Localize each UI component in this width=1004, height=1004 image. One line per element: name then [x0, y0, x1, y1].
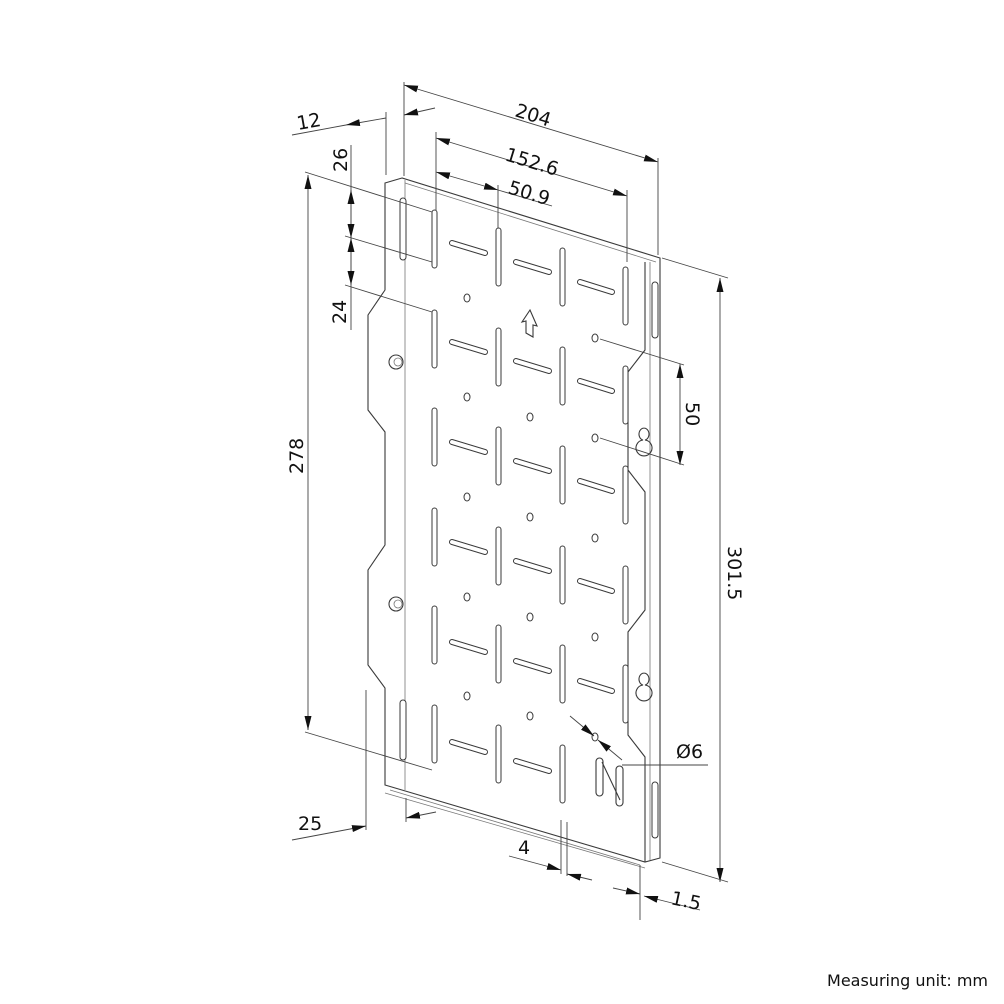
dim-slot-width: 4: [518, 837, 530, 859]
dim-hole-span-width: 152.6: [503, 144, 561, 181]
dim-keyhole-pitch: 50: [681, 402, 703, 426]
dimension-lines: [291, 82, 729, 920]
dim-flange-depth-bottom: 25: [298, 813, 322, 835]
n-logo-marking: [595, 757, 624, 807]
slot-grid: [431, 209, 629, 807]
keyhole-lower: [635, 672, 653, 702]
dim-inner-height: 278: [286, 438, 308, 474]
dim-overall-height: 301.5: [723, 546, 745, 600]
dim-hole-diameter: Ø6: [676, 741, 703, 763]
measuring-unit-label: Measuring unit: mm: [827, 971, 988, 990]
dim-flange-depth-top: 12: [295, 109, 323, 135]
dim-slot-pitch: 50.9: [506, 177, 553, 210]
keyhole-upper: [635, 427, 653, 457]
dimension-labels: 204 152.6 50.9 12 26 24 278 301.5 50 Ø6 …: [286, 100, 745, 915]
dim-overall-width: 204: [513, 100, 554, 132]
dim-row-pitch: 24: [329, 300, 351, 324]
dim-material-thickness: 1.5: [669, 887, 703, 915]
mounting-plate: [367, 177, 661, 869]
up-arrow-marking: [520, 308, 538, 338]
dim-top-offset: 26: [330, 148, 352, 172]
